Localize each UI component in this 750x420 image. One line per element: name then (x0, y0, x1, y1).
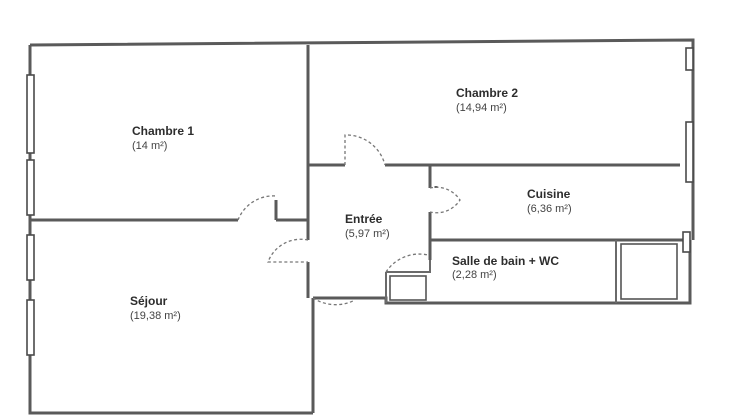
room-sejour: Séjour (19,38 m²) (130, 294, 181, 322)
bathroom-fixtures (389, 243, 678, 301)
room-name: Entrée (345, 212, 383, 226)
outer-walls (28, 38, 695, 415)
window-chambre1 (26, 74, 35, 154)
wc-unit (389, 275, 427, 301)
interior-walls (30, 45, 690, 303)
room-chambre2: Chambre 2 (14,94 m²) (456, 86, 518, 114)
windows (26, 47, 694, 356)
room-area: (19,38 m²) (130, 310, 181, 322)
room-area: (6,36 m²) (527, 203, 572, 215)
room-area: (14 m²) (132, 140, 167, 152)
room-salle-de-bain: Salle de bain + WC (2,28 m²) (452, 254, 559, 281)
window-chambre2 (685, 47, 694, 71)
room-name: Séjour (130, 294, 168, 308)
room-chambre1: Chambre 1 (14 m²) (132, 124, 194, 152)
window-sdb (682, 231, 691, 253)
room-entree: Entrée (5,97 m²) (345, 212, 390, 240)
window-cuisine (685, 121, 694, 183)
window-chambre1-lower (26, 159, 35, 216)
room-cuisine: Cuisine (6,36 m²) (527, 187, 572, 215)
window-sejour-lower (26, 299, 35, 356)
doors (237, 134, 461, 306)
room-name: Cuisine (527, 187, 571, 201)
room-name: Chambre 2 (456, 86, 518, 100)
shower-tray (620, 243, 678, 300)
room-area: (14,94 m²) (456, 102, 507, 114)
room-name: Salle de bain + WC (452, 254, 559, 268)
room-area: (5,97 m²) (345, 228, 390, 240)
room-area: (2,28 m²) (452, 269, 497, 281)
room-name: Chambre 1 (132, 124, 194, 138)
window-sejour (26, 234, 35, 281)
